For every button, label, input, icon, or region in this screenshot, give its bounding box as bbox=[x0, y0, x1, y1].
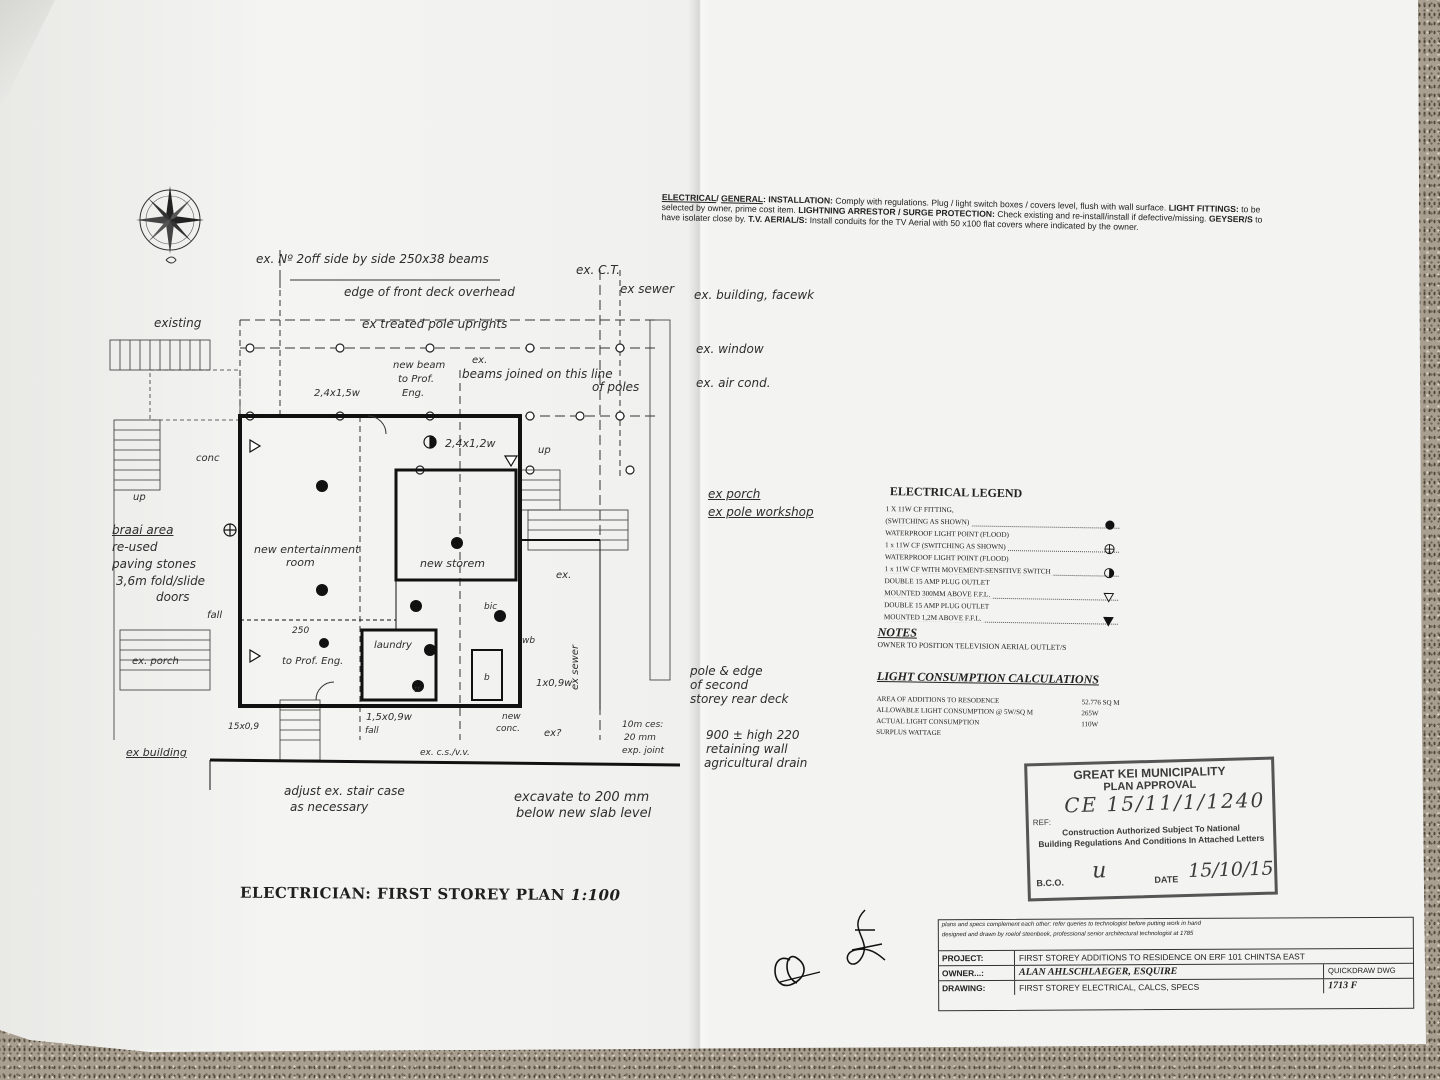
annot-braai: braai area bbox=[112, 523, 174, 537]
annot-ex-building2: ex building bbox=[126, 746, 187, 759]
stamp-bco-signature: u bbox=[1091, 858, 1107, 884]
annot-of-second: of second bbox=[690, 678, 749, 692]
annot-up: up bbox=[538, 445, 551, 456]
annot-ex-sewer: ex sewer bbox=[620, 282, 675, 296]
annot-ex-pole-workshop: ex pole workshop bbox=[708, 505, 814, 519]
annot-ex-porch: ex porch bbox=[708, 487, 761, 501]
annot-to-prof: to Prof. bbox=[398, 374, 435, 385]
annot-ex-building: ex. building, facewk bbox=[694, 288, 815, 302]
annot-conc2: conc. bbox=[496, 724, 520, 734]
annot-of-poles: of poles bbox=[592, 380, 640, 394]
annot-reused: re-used bbox=[112, 540, 158, 554]
legend-row: 1 x 11W CF (SWITCHING AS SHOWN) bbox=[884, 539, 1159, 555]
electrical-legend: ELECTRICAL LEGEND 1 X 11W CF FITTING, (S… bbox=[876, 484, 1160, 742]
annot-ex-window: ex. window bbox=[696, 342, 764, 356]
annot-retaining: 900 ± high 220 bbox=[706, 728, 800, 742]
annot-dim-24x15: 2,4x1,5w bbox=[314, 388, 360, 399]
plan-scale: 1:100 bbox=[570, 885, 621, 905]
annot-dim-24x12: 2,4x1,2w bbox=[445, 437, 496, 450]
annot-eng: Eng. bbox=[402, 388, 425, 399]
floor-plan bbox=[109, 186, 681, 790]
annot-as-necessary: as necessary bbox=[290, 800, 369, 814]
annot-laundry: laundry bbox=[374, 640, 412, 651]
annot-ex-q: ex? bbox=[544, 728, 562, 739]
annot-beams: ex. Nº 2off side by side 250x38 beams bbox=[256, 252, 489, 266]
annot-dim-250: 250 bbox=[292, 626, 310, 636]
annot-dim-15x09w: 1,5x0,9w bbox=[366, 712, 412, 723]
annot-agri: agricultural drain bbox=[704, 756, 808, 770]
stamp-conditions: Construction Authorized Subject To Natio… bbox=[1038, 822, 1265, 850]
annot-paving: paving stones bbox=[112, 557, 196, 571]
title-block-notes: plans and specs complement each other: r… bbox=[938, 917, 1413, 952]
annot-b: b bbox=[484, 673, 490, 683]
annot-ex-aircond: ex. air cond. bbox=[696, 376, 771, 390]
annot-new-ent: new entertainment bbox=[254, 543, 360, 556]
annot-pole-uprights: ex treated pole uprights bbox=[362, 317, 508, 331]
annot-doors: doors bbox=[156, 590, 190, 604]
annot-ex-sewer2: ex sewer bbox=[570, 644, 581, 690]
annot-wb: wb bbox=[522, 636, 536, 646]
annot-front-deck: edge of front deck overhead bbox=[344, 285, 515, 299]
annot-exp-joint: exp. joint bbox=[622, 746, 665, 756]
stamp-ref-label: REF: bbox=[1032, 817, 1052, 828]
annot-ex-beams: ex. bbox=[472, 355, 488, 366]
approval-stamp: GREAT KEI MUNICIPALITY PLAN APPROVAL REF… bbox=[1024, 756, 1278, 902]
left-half bbox=[0, 0, 700, 1050]
annot-retaining2: retaining wall bbox=[706, 742, 788, 756]
annot-room: room bbox=[286, 556, 315, 569]
plan-title: ELECTRICIAN: FIRST STOREY PLAN 1:100 bbox=[239, 883, 621, 905]
annot-ex-porch2: ex. porch bbox=[132, 656, 179, 667]
annot-ex: ex. bbox=[556, 570, 572, 581]
legend-row: (SWITCHING AS SHOWN) bbox=[885, 515, 1159, 531]
annot-excavate: excavate to 200 mm bbox=[514, 790, 650, 805]
compass-rose-icon bbox=[136, 186, 204, 264]
legend-row: MOUNTED 1,2M ABOVE F.F.L. bbox=[883, 611, 1158, 627]
annot-beams-joined: beams joined on this line bbox=[462, 367, 613, 381]
fold-line bbox=[688, 0, 710, 1050]
annot-adjust: adjust ex. stair case bbox=[284, 784, 405, 798]
signature bbox=[774, 909, 886, 987]
stamp-date-value: 15/10/15 bbox=[1187, 857, 1274, 882]
annot-ex-ct: ex. C.T. bbox=[576, 263, 621, 277]
title-block: plans and specs complement each other: r… bbox=[937, 916, 1415, 1012]
annot-below: below new slab level bbox=[516, 806, 652, 821]
annot-fall: fall bbox=[207, 610, 223, 621]
annot-to-prof-eng: to Prof. Eng. bbox=[282, 656, 344, 667]
annot-bic: bic bbox=[484, 602, 498, 612]
flood-light-icon bbox=[1104, 544, 1115, 555]
annot-new-storem: new storem bbox=[420, 557, 486, 570]
legend-row: MOUNTED 300MM ABOVE F.F.L. bbox=[884, 587, 1158, 603]
annot-conc: conc bbox=[196, 453, 220, 464]
stamp-date-label: DATE bbox=[1154, 874, 1179, 885]
light-fitting-icon bbox=[1105, 520, 1115, 530]
stamp-ref-value: CE 15/11/1/1240 bbox=[1063, 787, 1266, 818]
plug-low-icon bbox=[1103, 592, 1115, 603]
annot-pole-edge: pole & edge bbox=[690, 664, 763, 678]
motion-light-icon bbox=[1104, 568, 1115, 579]
drawing-row: DRAWING:FIRST STOREY ELECTRICAL, CALCS, … bbox=[939, 978, 1414, 996]
annot-new-beam: new beam bbox=[393, 360, 446, 371]
plug-high-icon bbox=[1103, 616, 1114, 627]
stamp-bco-label: B.C.O. bbox=[1036, 877, 1065, 889]
annot-tt: tt bbox=[414, 685, 421, 694]
annot-existing: existing bbox=[154, 316, 202, 330]
annot-ex-cs: ex. c.s./v.v. bbox=[420, 748, 470, 758]
annot-ces: 10m ces: bbox=[622, 720, 664, 730]
annot-folding: 3,6m fold/slide bbox=[116, 574, 206, 588]
annot-new-conc: new bbox=[502, 712, 521, 722]
annot-fall2: fall bbox=[365, 726, 379, 736]
calc-title: LIGHT CONSUMPTION CALCULATIONS bbox=[876, 668, 1100, 687]
legend-row: 1 x 11W CF WITH MOVEMENT-SENSITIVE SWITC… bbox=[884, 563, 1159, 579]
annot-storey: storey rear deck bbox=[690, 692, 789, 706]
annot-dim-1x09: 1x0,9w bbox=[536, 678, 573, 689]
annot-dim-15x09: 15x0,9 bbox=[228, 722, 260, 732]
annot-ces2: 20 mm bbox=[624, 733, 656, 743]
annot-up2: up bbox=[133, 492, 146, 503]
legend-title: ELECTRICAL LEGEND bbox=[889, 484, 1023, 501]
